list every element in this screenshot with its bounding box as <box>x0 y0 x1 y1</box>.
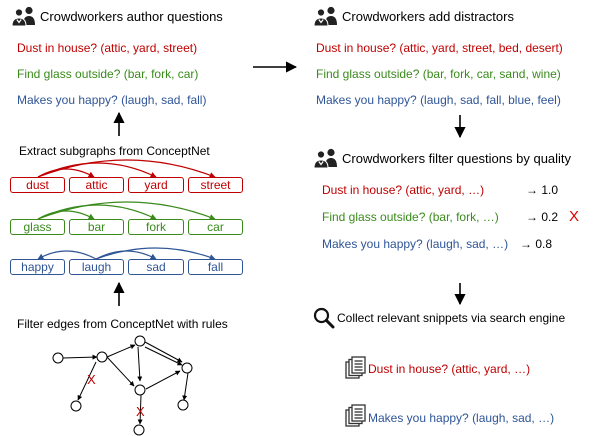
score-2: → 0.2 <box>526 210 559 224</box>
subgraph-word: dust <box>10 177 65 193</box>
distractor-question-2: Find glass outside? (bar, fork, car, san… <box>316 67 561 81</box>
distractors-header: Crowdworkers add distractors <box>342 9 514 24</box>
crowdworkers-icon <box>313 148 339 168</box>
subgraph-word: laugh <box>69 259 124 275</box>
subgraph-word: sad <box>128 259 184 275</box>
subgraph-word: glass <box>10 219 65 235</box>
scored-question-2: Find glass outside? (bar, fork, …) <box>322 210 499 224</box>
subgraph-word: bar <box>69 219 124 235</box>
filter-edges-label: Filter edges from ConceptNet with rules <box>17 317 228 331</box>
subgraph-word: street <box>188 177 243 193</box>
documents-icon <box>345 404 367 428</box>
quality-header: Crowdworkers filter questions by quality <box>342 151 572 166</box>
documents-icon <box>345 356 367 380</box>
scored-question-3: Makes you happy? (laugh, sad, …) <box>322 237 509 251</box>
subgraph-word: yard <box>128 177 184 193</box>
score-1: → 1.0 <box>526 183 559 197</box>
reject-mark: X <box>136 404 145 419</box>
distractor-question-3: Makes you happy? (laugh, sad, fall, blue… <box>316 93 561 107</box>
question-1: Dust in house? (attic, yard, street) <box>17 41 198 55</box>
search-header: Collect relevant snippets via search eng… <box>337 311 566 325</box>
subgraph-word: fork <box>128 219 184 235</box>
scored-question-1: Dust in house? (attic, yard, …) <box>322 183 485 197</box>
subgraph-word: fall <box>188 259 243 275</box>
left-header: Crowdworkers author questions <box>40 9 223 24</box>
snippet-1: Dust in house? (attic, yard, …) <box>368 362 531 376</box>
subgraph-word: attic <box>69 177 124 193</box>
crowdworkers-icon <box>313 6 339 26</box>
search-icon <box>313 307 335 329</box>
subgraph-word: happy <box>10 259 65 275</box>
snippet-2: Makes you happy? (laugh, sad, …) <box>368 411 555 425</box>
reject-mark: X <box>569 208 580 225</box>
extract-subgraphs-label: Extract subgraphs from ConceptNet <box>19 144 210 158</box>
score-3: → 0.8 <box>520 237 553 251</box>
question-3: Makes you happy? (laugh, sad, fall) <box>17 93 207 107</box>
distractor-question-1: Dust in house? (attic, yard, street, bed… <box>316 41 563 55</box>
question-2: Find glass outside? (bar, fork, car) <box>17 67 199 81</box>
reject-mark: X <box>87 372 96 387</box>
